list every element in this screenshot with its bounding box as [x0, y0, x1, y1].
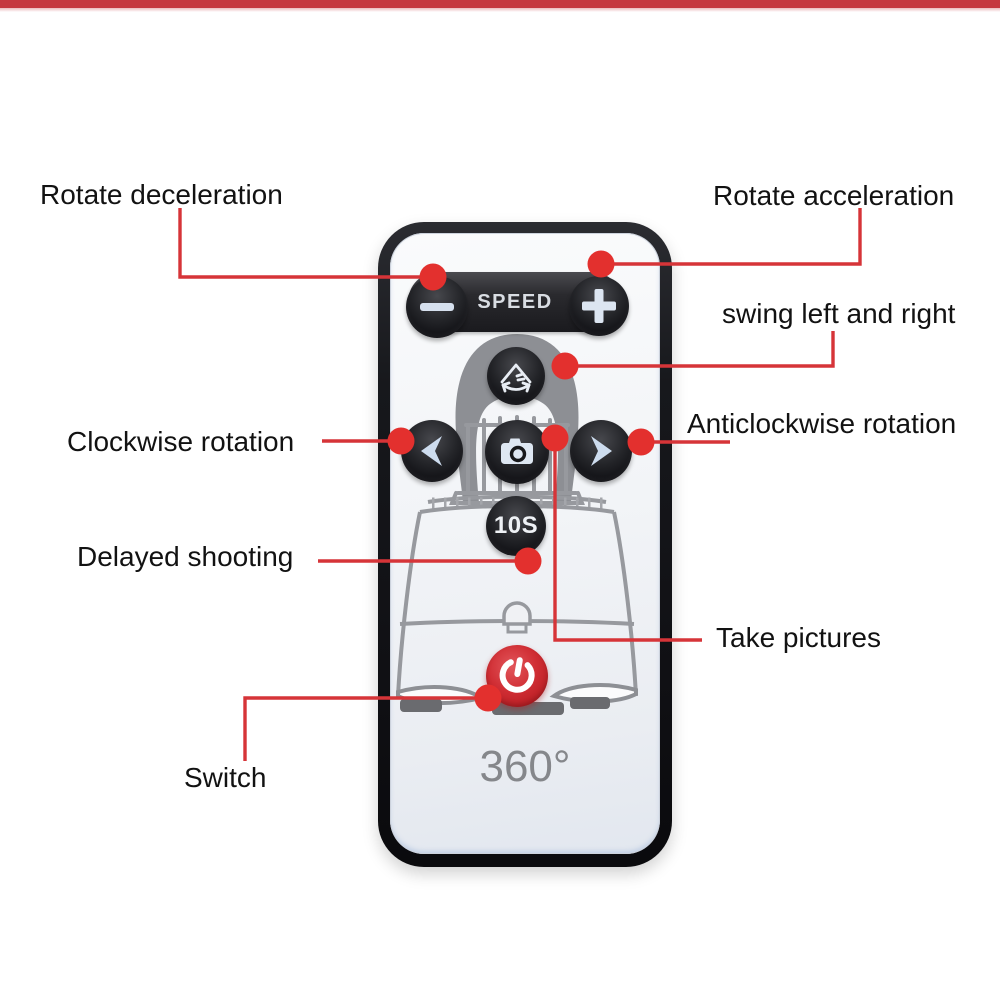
- power-button: [486, 645, 548, 707]
- power-icon: [499, 657, 535, 693]
- speed-label: SPEED: [477, 290, 553, 313]
- swing-button: [487, 347, 545, 405]
- minus-icon: [420, 303, 454, 311]
- camera-icon: [501, 438, 533, 464]
- label-anticlockwise-rotation: Anticlockwise rotation: [687, 408, 957, 439]
- label-clockwise-rotation: Clockwise rotation: [67, 426, 295, 457]
- swing-icon: [500, 363, 532, 393]
- delay-10s-button: 10S: [486, 496, 546, 556]
- label-switch: Switch: [184, 762, 267, 793]
- shutter-button: [485, 420, 549, 484]
- left-arrow-icon: [421, 436, 442, 466]
- top-accent-bar: [0, 0, 1000, 12]
- label-swing-left-right: swing left and right: [722, 298, 956, 329]
- speed-minus-button: [406, 276, 468, 338]
- plus-icon: [582, 289, 616, 323]
- label-rotate-acceleration: Rotate acceleration: [713, 180, 955, 211]
- remote-control-body: SPEED: [378, 222, 672, 867]
- delay-10s-label: 10S: [493, 512, 539, 539]
- brand-360-text: 360°: [479, 742, 571, 791]
- speed-plus-button: [569, 276, 629, 336]
- rotate-left-button: [401, 420, 463, 482]
- label-take-pictures: Take pictures: [716, 622, 881, 653]
- label-delayed-shooting: Delayed shooting: [77, 541, 294, 572]
- rotate-right-button: [570, 420, 632, 482]
- label-rotate-deceleration: Rotate deceleration: [40, 179, 283, 210]
- right-arrow-icon: [591, 436, 612, 466]
